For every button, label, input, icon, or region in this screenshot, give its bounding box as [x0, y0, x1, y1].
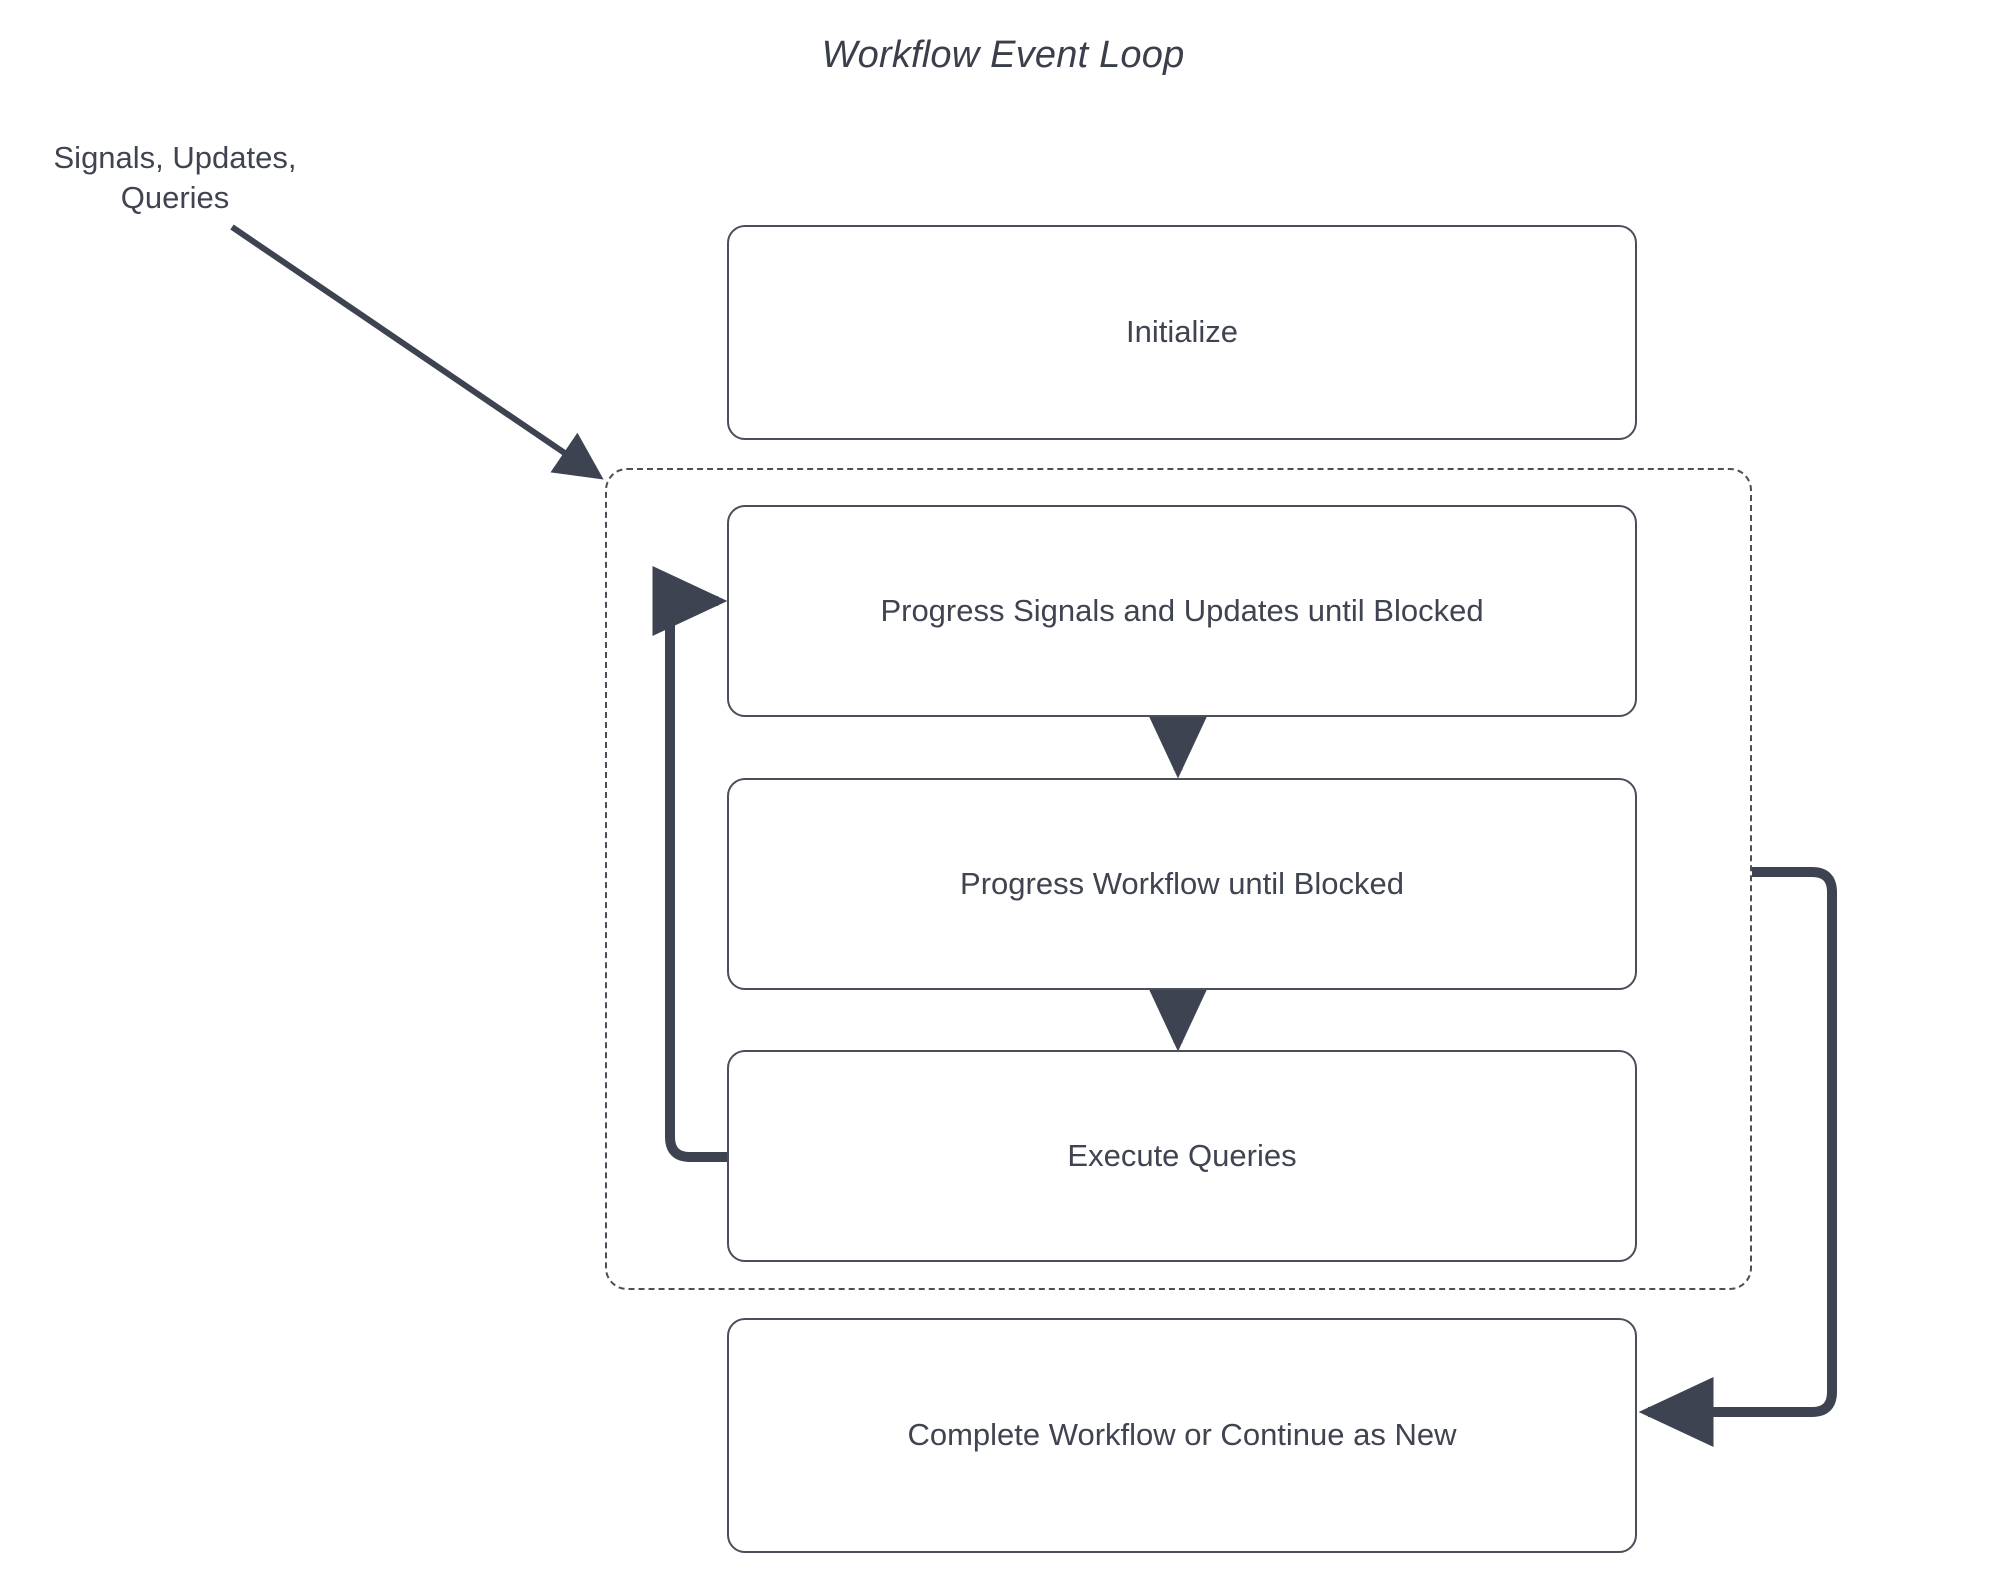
node-progress-workflow-label: Progress Workflow until Blocked: [960, 865, 1404, 901]
node-initialize[interactable]: Initialize: [727, 225, 1637, 440]
page-title: Workflow Event Loop: [821, 34, 1185, 76]
node-complete-workflow-label: Complete Workflow or Continue as New: [907, 1417, 1457, 1453]
node-execute-queries[interactable]: Execute Queries: [727, 1050, 1637, 1262]
external-input-label: Signals, Updates, Queries: [30, 138, 320, 218]
node-progress-signals[interactable]: Progress Signals and Updates until Block…: [727, 505, 1637, 717]
event-loop-group: [605, 468, 1752, 1290]
node-progress-signals-label: Progress Signals and Updates until Block…: [880, 592, 1484, 628]
external-input-label-line2: Queries: [120, 180, 230, 215]
node-initialize-label: Initialize: [1126, 314, 1238, 350]
edge-execute-queries-to-progress-signals: [652, 566, 728, 1162]
node-complete-workflow[interactable]: Complete Workflow or Continue as New: [727, 1318, 1637, 1553]
external-input-label-line1: Signals, Updates,: [53, 140, 297, 175]
node-execute-queries-label: Execute Queries: [1067, 1137, 1297, 1173]
edge-group-to-complete-workflow: [1638, 867, 1837, 1447]
edge-external-input-to-group: [230, 224, 604, 480]
node-progress-workflow[interactable]: Progress Workflow until Blocked: [727, 778, 1637, 990]
